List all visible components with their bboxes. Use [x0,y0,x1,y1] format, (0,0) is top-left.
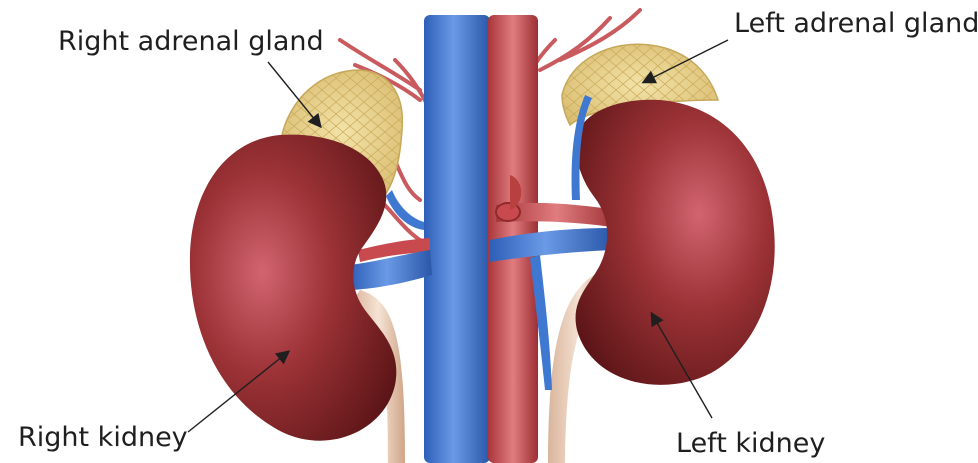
right-adrenal-gland-label: Right adrenal gland [58,26,324,57]
inferior-vena-cava [424,15,490,463]
left-adrenal-gland-label: Left adrenal gland [734,8,978,39]
right-kidney-label: Right kidney [18,422,188,453]
left-kidney-label: Left kidney [676,428,825,459]
